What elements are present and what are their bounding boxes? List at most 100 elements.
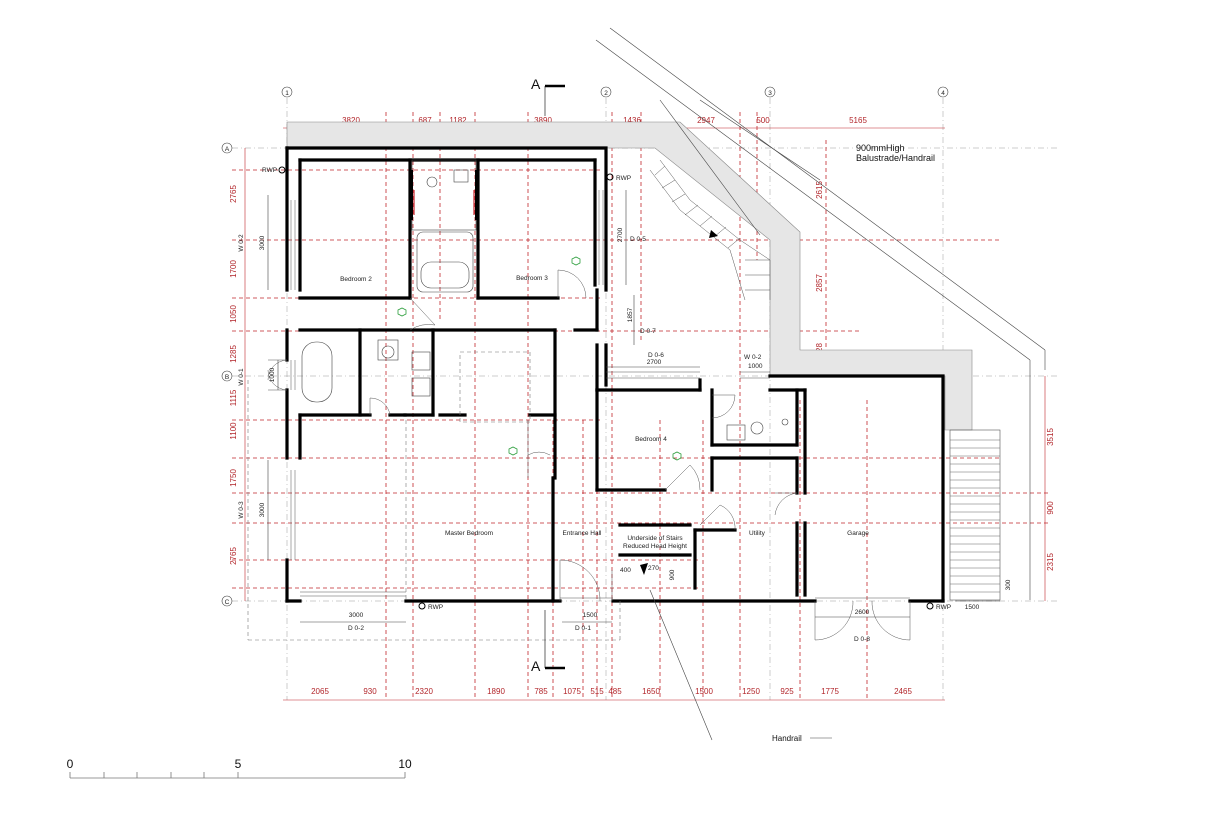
dashed-outlines (247, 351, 621, 641)
grid-row-b: B (225, 374, 229, 381)
stairs-note-line1: Underside of Stairs (627, 535, 683, 542)
dim-bottom: 930 (363, 687, 377, 696)
dim-door: 1857 (627, 307, 634, 322)
scale-label-5: 5 (235, 757, 242, 771)
code-door: D 0-1 (575, 625, 591, 632)
scale-bar: 0 5 10 (67, 757, 412, 779)
grid-col-2: 2 (604, 90, 608, 97)
room-bedroom-4: Bedroom 4 (635, 436, 667, 443)
dim-bottom: 2465 (894, 687, 912, 696)
dim-top: 1182 (449, 116, 467, 125)
dim-bottom: 485 (608, 687, 622, 696)
scale-label-10: 10 (398, 757, 412, 771)
dim-right: 3515 (1046, 428, 1055, 446)
dim-stair: 900 (669, 569, 676, 580)
grid-col-1: 1 (285, 90, 289, 97)
balustrade-note-line2: Balustrade/Handrail (856, 153, 935, 163)
dim-left: 1050 (229, 305, 238, 323)
dim-top: 687 (418, 116, 432, 125)
handrail-note: Handrail (772, 734, 802, 743)
dim-top: 1436 (623, 116, 641, 125)
dim-bottom: 1775 (821, 687, 839, 696)
section-mark-top: A (531, 76, 541, 92)
dim-ext-stair: 1500 (965, 604, 980, 611)
dim-left: 1100 (229, 422, 238, 440)
dim-bottom: 1075 (563, 687, 581, 696)
section-mark-bottom: A (531, 658, 541, 674)
walls (285, 146, 945, 603)
room-master-bedroom: Master Bedroom (445, 530, 493, 537)
external-stair (949, 429, 1001, 601)
dim-bottom: 785 (534, 687, 548, 696)
code-door: D 0-7 (640, 328, 656, 335)
dim-stair: 270 (648, 565, 659, 572)
dim-stair: 2857 (815, 274, 824, 292)
dim-left: 1115 (229, 389, 238, 406)
dim-top: 5165 (849, 116, 867, 125)
dim-right: 2315 (1046, 553, 1055, 571)
upper-stair (649, 159, 771, 301)
dim-window: 3000 (259, 502, 266, 517)
stairs-note-line2: Reduced Head Height (623, 543, 687, 550)
grid-col-3: 3 (768, 90, 772, 97)
door-swings (267, 269, 911, 641)
dim-bottom: 1250 (742, 687, 760, 696)
dim-bottom: 1500 (695, 687, 713, 696)
top-dimensions: 3820 687 1182 3890 1436 2947 500 5165 (342, 116, 867, 125)
dim-stair: 2615 (815, 181, 824, 199)
dim-ext-stair: 300 (1005, 579, 1012, 590)
code-window: W 0-3 (238, 501, 245, 519)
rwp-label: RWP (616, 175, 631, 182)
dim-top: 3820 (342, 116, 360, 125)
dim-window: 1000 (269, 367, 276, 382)
grid-row-c: C (225, 599, 230, 606)
room-entrance-hall: Entrance Hall (562, 530, 602, 537)
code-door: D 0-8 (854, 636, 870, 643)
dim-window: 3000 (349, 612, 364, 619)
bottom-dimensions: 2065 930 2320 1890 785 1075 515 485 1650… (311, 687, 912, 696)
dim-top: 3890 (534, 116, 552, 125)
code-door: D 0-6 (648, 352, 664, 359)
smoke-detectors (397, 256, 682, 461)
room-garage: Garage (847, 530, 869, 537)
dim-left: 1700 (229, 260, 238, 278)
windows (290, 190, 910, 599)
dim-window: 3000 (259, 235, 266, 250)
code-window: W 0-1 (238, 368, 245, 386)
dim-door: 2600 (855, 609, 870, 616)
dim-door: 1500 (583, 612, 598, 619)
code-window: W 0-2 (744, 354, 762, 361)
dim-left: 1750 (229, 469, 238, 487)
fixtures (301, 159, 789, 441)
room-labels: Bedroom 2 Bedroom 3 Bedroom 4 Master Bed… (340, 275, 869, 550)
code-door: D 0-5 (630, 236, 646, 243)
dim-right: 900 (1046, 501, 1055, 515)
dim-left: 2765 (229, 547, 238, 565)
room-utility: Utility (749, 530, 766, 537)
scale-label-0: 0 (67, 757, 74, 771)
balustrade-note-line1: 900mmHigh (856, 143, 905, 153)
room-bedroom-3: Bedroom 3 (516, 275, 548, 282)
left-dimensions: 2765 1700 1050 1285 1115 1100 1750 2765 (229, 185, 238, 565)
grid-col-4: 4 (941, 90, 945, 97)
dim-bottom: 925 (780, 687, 794, 696)
notes: 900mmHigh Balustrade/Handrail Handrail (649, 143, 935, 743)
dim-window: 2700 (617, 227, 624, 242)
dim-top: 2947 (697, 116, 715, 125)
dim-bottom: 2065 (311, 687, 329, 696)
dim-bottom: 1650 (642, 687, 660, 696)
grid-row-a: A (225, 146, 230, 153)
grid-bubbles: 1 2 3 4 A B C (221, 86, 949, 607)
rwp-label: RWP (428, 604, 443, 611)
rwp-label: RWP (936, 604, 951, 611)
rwp-markers: RWP RWP RWP RWP (262, 166, 951, 611)
dim-left: 1285 (229, 345, 238, 363)
room-bedroom-2: Bedroom 2 (340, 276, 372, 283)
dim-top: 500 (756, 116, 770, 125)
dim-door: 2700 (647, 359, 662, 366)
dim-stair: 400 (620, 567, 631, 574)
rwp-label: RWP (262, 167, 277, 174)
code-door: D 0-2 (348, 625, 364, 632)
opening-annotations: 3000 W 0-2 1000 W 0-1 3000 W 0-3 3000 D … (238, 190, 1012, 643)
